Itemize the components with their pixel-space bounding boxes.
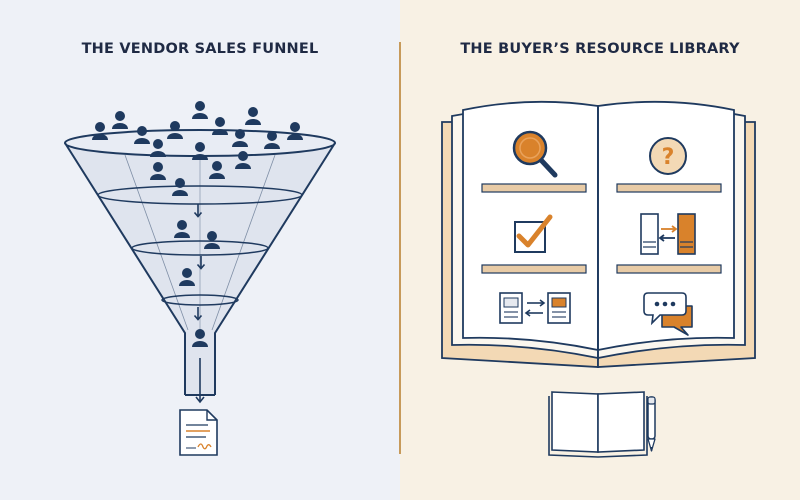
svg-text:?: ? [662, 145, 675, 170]
funnel-icon [64, 129, 336, 396]
vendor-funnel-title: THE VENDOR SALES FUNNEL [81, 41, 319, 57]
person-icon [92, 122, 108, 140]
funnel-arrows [193, 203, 206, 404]
person-icon [212, 117, 228, 135]
checkmark-box-icon [514, 214, 553, 253]
document-exchange-icon [499, 292, 571, 324]
signed-contract-icon [179, 409, 218, 456]
notebook-icon [548, 391, 648, 458]
question-mark-icon: ? [649, 137, 687, 175]
buyer-library-title: THE BUYER’S RESOURCE LIBRARY [460, 41, 740, 57]
person-icon [287, 122, 303, 140]
person-icon [112, 111, 128, 129]
pen-icon [647, 396, 656, 452]
chat-bubbles-icon [643, 292, 693, 336]
comparison-icon [640, 213, 696, 255]
person-icon [192, 101, 208, 119]
magnifying-glass-icon [512, 130, 558, 178]
person-icon [245, 107, 261, 125]
library-shelves [481, 183, 722, 274]
center-divider [399, 42, 401, 454]
open-book-icon [441, 100, 756, 368]
